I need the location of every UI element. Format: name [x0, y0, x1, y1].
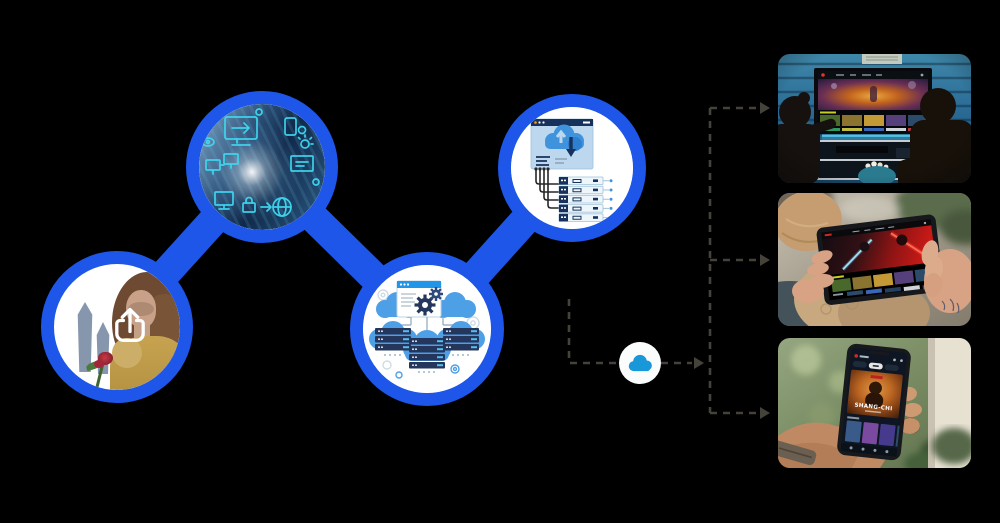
- cloud-icon: [628, 354, 652, 372]
- server-room-photo: [199, 104, 325, 230]
- bottom-nav: [840, 442, 898, 457]
- notch: [869, 350, 890, 356]
- hero-figure: [865, 392, 884, 409]
- small-gear-icon: [395, 364, 460, 379]
- marvel-band: [870, 375, 883, 380]
- finger: [900, 417, 920, 435]
- tech-icon-overlay: [201, 108, 320, 217]
- server-rack: [558, 176, 613, 222]
- tablet-device: [816, 214, 944, 305]
- left-hand: [792, 250, 834, 303]
- globe-transfer-icon: [260, 197, 292, 217]
- arrow-heads: [694, 102, 770, 419]
- node-cloud-delivery: [498, 94, 646, 242]
- upload-icon: [115, 307, 145, 342]
- monitor-icon-small: [214, 191, 234, 210]
- browser-window-cloud-download: [530, 118, 594, 170]
- dot-rows: [384, 354, 469, 373]
- hand-tattoo: [941, 298, 960, 314]
- watch-strap: [778, 440, 817, 466]
- hero-banner: [822, 225, 936, 276]
- camera-lock-icon: [242, 196, 256, 213]
- figure-shoulder: [112, 338, 142, 368]
- bell-icon: [893, 358, 896, 362]
- eye-icon: [201, 137, 215, 147]
- cloud-download-icon: [545, 124, 584, 157]
- phone-device: SHANG-CHI: [837, 343, 911, 461]
- hero-figure: [896, 234, 908, 246]
- app-logo-icon: [824, 233, 832, 237]
- monitor-icon-right: [290, 155, 314, 172]
- red-rose: [94, 360, 104, 368]
- monitor-transfer-icon: [224, 116, 258, 146]
- dot-icon: [312, 178, 320, 186]
- nav-items: [852, 226, 895, 233]
- lightbulb-icon: [297, 134, 314, 149]
- hero-figure: [868, 381, 882, 395]
- dot-icon: [255, 108, 263, 116]
- photo-phone: SHANG-CHI: [778, 338, 971, 468]
- vignette: [778, 54, 971, 183]
- browser-window-gears: [396, 280, 443, 318]
- server-stacks: [375, 328, 479, 369]
- cloud-transcode-illustration: [363, 265, 491, 393]
- text-lines-dark: [536, 156, 550, 166]
- castle-silhouette: [77, 302, 93, 372]
- thumbnail-row: [844, 420, 900, 447]
- movie-still-image: [54, 264, 180, 390]
- phone-gear-icon: [284, 117, 307, 136]
- photo-tv: [778, 54, 971, 183]
- row-label-2: [832, 293, 844, 297]
- gear-icon: [429, 287, 443, 301]
- hero-poster: SHANG-CHI: [846, 369, 903, 419]
- node-cloud-transcoding: [350, 252, 504, 406]
- right-hand: [921, 240, 971, 314]
- finger: [902, 402, 922, 418]
- app-logo-icon: [854, 354, 859, 358]
- search-icon: [923, 221, 927, 225]
- profile-icon: [900, 359, 903, 363]
- dual-monitor-icon: [205, 153, 239, 175]
- node-upload-source: [41, 251, 193, 403]
- phone-app-navbar: [854, 354, 903, 363]
- cdn-cloud-badge: [619, 342, 661, 384]
- hero-figure: [859, 241, 870, 252]
- row-label: [847, 416, 860, 420]
- cloud-download-illustration: [511, 107, 633, 229]
- poster-title: SHANG-CHI: [854, 402, 893, 412]
- gear-icon: [414, 294, 436, 316]
- node-digital-processing: [186, 91, 338, 243]
- tab-pills: [852, 360, 899, 372]
- photo-tablet: [778, 193, 971, 326]
- connector-stems: [390, 317, 464, 333]
- row-label: [830, 275, 844, 279]
- white-pillar: [928, 338, 971, 468]
- text-lines-gray: [555, 158, 567, 164]
- cables: [535, 169, 559, 209]
